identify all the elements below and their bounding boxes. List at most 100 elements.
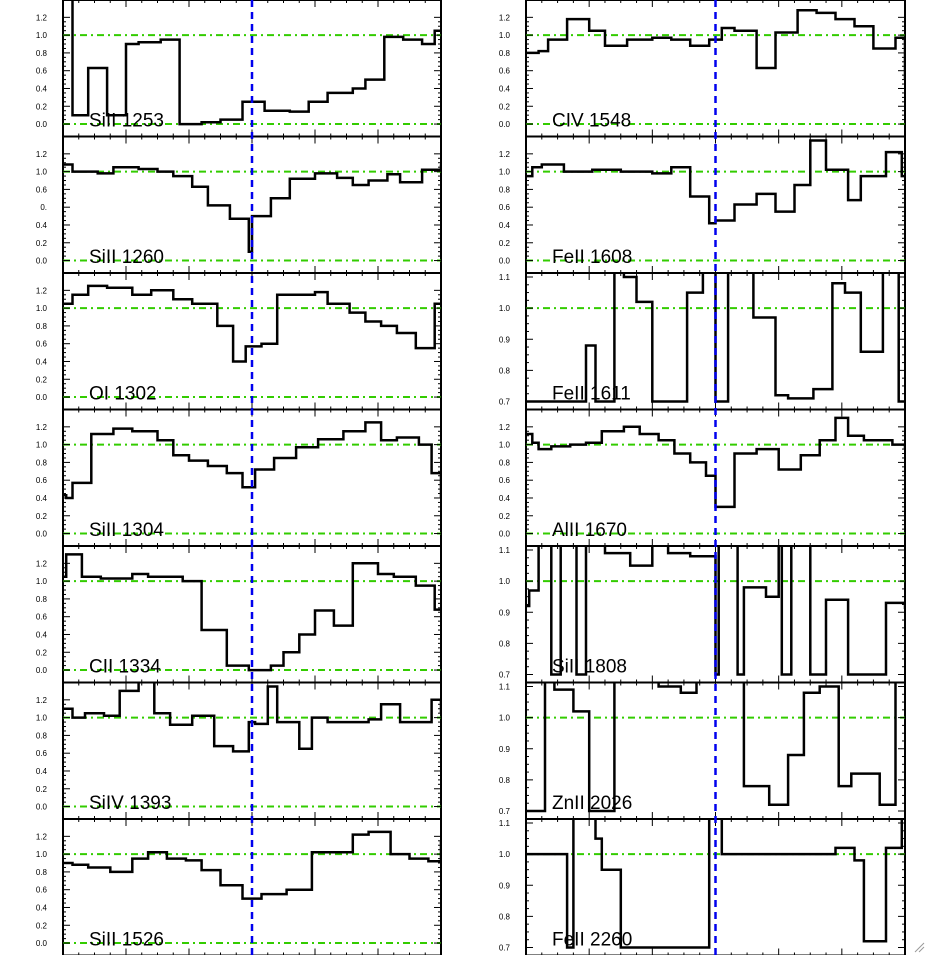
- y-tick-label: 0.9: [499, 608, 511, 617]
- y-tick-label: 1.0: [499, 441, 511, 450]
- y-tick-label: 0.: [40, 203, 47, 212]
- y-tick-label: 0.6: [36, 476, 48, 485]
- y-tick-label: 0.0: [36, 939, 48, 948]
- y-tick-label: 0.2: [499, 512, 511, 521]
- y-tick-label: 1.0: [499, 168, 511, 177]
- y-tick-label: 1.1: [499, 683, 511, 692]
- y-tick-label: 0.0: [36, 530, 48, 539]
- y-tick-label: 1.0: [499, 577, 511, 586]
- panel-label: SiII 1260: [89, 247, 164, 268]
- spectrum-line: [63, 284, 441, 363]
- y-tick-label: 0.8: [499, 458, 511, 467]
- y-tick-label: 0.9: [499, 745, 511, 754]
- y-tick-label: 1.0: [499, 714, 511, 723]
- y-tick-label: 0.2: [36, 648, 48, 657]
- y-tick-label: 0.6: [36, 749, 48, 758]
- y-tick-label: 0.6: [499, 476, 511, 485]
- spectrum-line: [526, 416, 905, 509]
- y-tick-label: 0.4: [36, 767, 48, 776]
- y-tick-label: 0.7: [499, 398, 511, 407]
- spectrum-line: [526, 8, 905, 80]
- y-tick-label: 0.8: [499, 366, 511, 375]
- y-tick-label: 0.8: [499, 776, 511, 785]
- y-tick-label: 0.0: [36, 257, 48, 266]
- y-tick-label: 1.2: [499, 423, 511, 432]
- y-tick-label: 0.7: [499, 671, 511, 680]
- y-tick-label: 0.0: [36, 393, 48, 402]
- spectrum-line: [63, 682, 441, 753]
- spectrum-line: [71, 0, 441, 126]
- y-tick-label: 1.0: [36, 31, 48, 40]
- y-tick-label: 0.9: [499, 335, 511, 344]
- panel-label: SiII 1808: [552, 657, 627, 678]
- y-tick-label: 1.2: [36, 559, 48, 568]
- panel-label: ZnII 2026: [552, 793, 632, 814]
- y-tick-label: 0.2: [36, 785, 48, 794]
- panel-label: SiII 1304: [89, 520, 164, 541]
- y-tick-label: 1.0: [36, 441, 48, 450]
- y-tick-label: 0.4: [499, 221, 511, 230]
- y-tick-label: 1.2: [36, 286, 48, 295]
- y-tick-label: 0.8: [499, 639, 511, 648]
- y-tick-label: 1.2: [36, 13, 48, 22]
- spectrum-line: [526, 819, 904, 949]
- resize-grip-icon[interactable]: [913, 941, 925, 953]
- y-tick-label: 0.6: [499, 203, 511, 212]
- spectrum-line: [63, 553, 441, 672]
- y-tick-label: 0.6: [36, 886, 48, 895]
- spectrum-line: [63, 830, 441, 900]
- y-tick-label: 0.0: [36, 803, 48, 812]
- y-tick-label: 0.8: [36, 458, 48, 467]
- y-tick-label: 0.8: [36, 49, 48, 58]
- y-tick-label: 0.6: [36, 613, 48, 622]
- spectrum-line: [526, 546, 905, 676]
- y-tick-label: 1.0: [36, 168, 48, 177]
- y-tick-label: 0.8: [499, 185, 511, 194]
- y-tick-label: 0.0: [499, 257, 511, 266]
- panel-label: OI 1302: [89, 384, 157, 405]
- y-tick-label: 0.4: [36, 903, 48, 912]
- y-tick-label: 1.0: [36, 577, 48, 586]
- y-tick-label: 1.2: [499, 150, 511, 159]
- y-tick-label: 1.0: [499, 850, 511, 859]
- panel-label: FeII 1608: [552, 247, 632, 268]
- spectrum-line: [526, 139, 905, 225]
- panel-label: CIV 1548: [552, 111, 631, 132]
- y-tick-label: 0.0: [36, 120, 48, 129]
- y-tick-label: 0.2: [499, 102, 511, 111]
- panel-label: SiII 1526: [89, 930, 164, 951]
- y-tick-label: 1.1: [499, 819, 511, 828]
- y-tick-label: 0.8: [36, 595, 48, 604]
- y-tick-label: 0.2: [36, 921, 48, 930]
- y-tick-label: 0.2: [499, 239, 511, 248]
- panel-label: SiIV 1393: [89, 793, 171, 814]
- y-tick-label: 0.2: [36, 102, 48, 111]
- y-tick-label: 1.2: [36, 423, 48, 432]
- y-tick-label: 0.8: [36, 322, 48, 331]
- spectrum-line: [63, 163, 441, 253]
- y-tick-label: 0.4: [36, 494, 48, 503]
- y-tick-label: 0.6: [36, 340, 48, 349]
- panel-label: AlII 1670: [552, 520, 627, 541]
- y-tick-label: 1.2: [36, 150, 48, 159]
- y-tick-label: 0.8: [36, 731, 48, 740]
- y-tick-label: 0.4: [499, 494, 511, 503]
- y-tick-label: 0.8: [499, 49, 511, 58]
- spectrum-line: [526, 682, 897, 813]
- y-tick-label: 1.0: [499, 31, 511, 40]
- y-tick-label: 0.7: [499, 944, 511, 953]
- y-tick-label: 0.4: [36, 221, 48, 230]
- y-tick-label: 0.0: [36, 666, 48, 675]
- y-tick-label: 1.2: [36, 832, 48, 841]
- y-tick-label: 1.0: [499, 304, 511, 313]
- y-tick-label: 0.7: [499, 807, 511, 816]
- y-tick-label: 0.9: [499, 881, 511, 890]
- y-tick-label: 0.0: [499, 530, 511, 539]
